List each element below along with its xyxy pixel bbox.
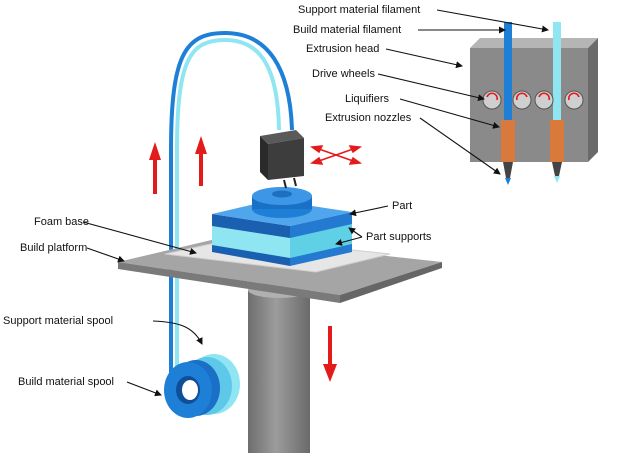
- leader-lines: [82, 9, 549, 397]
- head-motion-arrows: [309, 145, 363, 165]
- filament-feed-arrows: [149, 136, 207, 194]
- label-build-material-filament: Build material filament: [293, 24, 402, 36]
- label-foam-base: Foam base: [34, 216, 90, 228]
- extrusion-head-detail: [470, 22, 598, 185]
- build-column: [248, 282, 310, 453]
- filament-tubes: [169, 30, 294, 392]
- label-drive-wheels: Drive wheels: [312, 68, 375, 80]
- label-part-supports: Part supports: [366, 231, 432, 243]
- extrusion-head: [260, 130, 304, 189]
- label-part: Part: [392, 200, 413, 212]
- label-support-material-spool: Support material spool: [3, 315, 114, 327]
- label-liquifiers: Liquifiers: [345, 93, 390, 105]
- label-support-material-filament: Support material filament: [298, 4, 421, 16]
- printed-part: [212, 187, 352, 266]
- label-extrusion-nozzles: Extrusion nozzles: [325, 112, 412, 124]
- label-extrusion-head: Extrusion head: [306, 43, 380, 55]
- material-spools: [164, 354, 240, 418]
- label-build-platform: Build platform: [20, 242, 88, 254]
- label-build-material-spool: Build material spool: [18, 376, 114, 388]
- platform-descent-arrow: [323, 326, 337, 382]
